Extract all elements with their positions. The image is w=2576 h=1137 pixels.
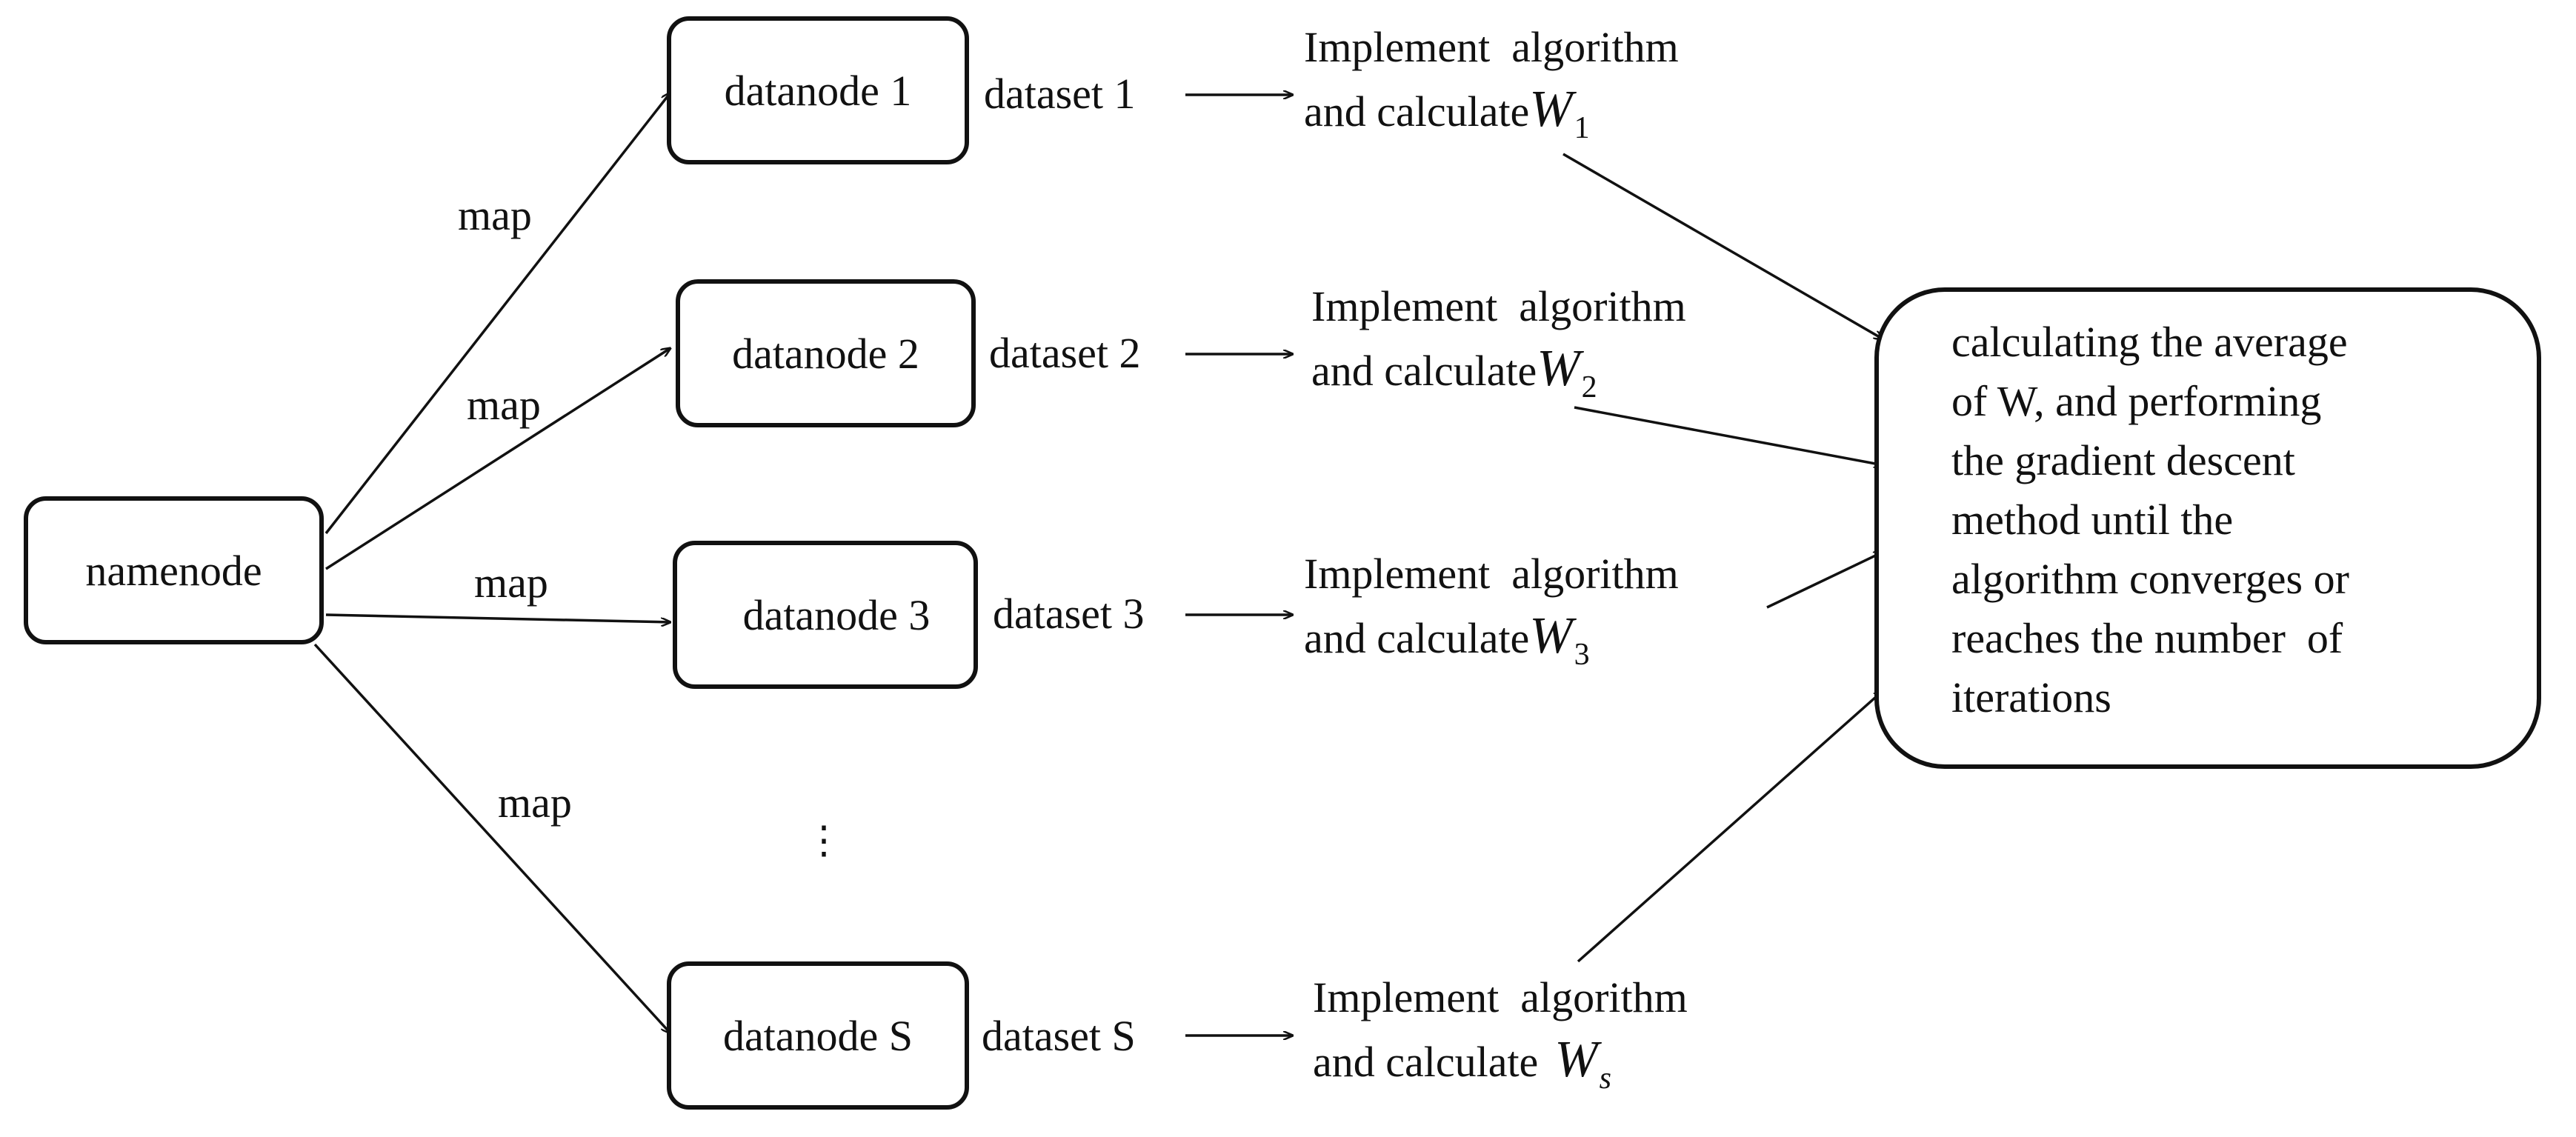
result-arrow-2: [1574, 406, 1883, 465]
datanode-s-label: datanode S: [722, 1011, 913, 1060]
implement-block-1: Implement algorithm and calculateW1: [1304, 16, 1679, 159]
aggregation-line-5: algorithm converges or: [1951, 555, 2349, 603]
datanode-2-box: datanode 2: [676, 279, 976, 427]
weight-w1: W1: [1529, 81, 1590, 145]
map-arrow-1: [325, 93, 670, 535]
datanode-1-box: datanode 1: [667, 16, 969, 164]
datanode-1-label: datanode 1: [724, 66, 912, 115]
implement-text-3: Implement algorithm: [1304, 550, 1679, 598]
result-arrow-s: [1577, 690, 1883, 963]
datanode-3-label: datanode 3: [742, 590, 931, 639]
aggregation-line-3: the gradient descent: [1951, 436, 2295, 484]
dataset-3-label: dataset 3: [993, 590, 1145, 638]
map-label-1: map: [458, 191, 532, 239]
implement-block-2: Implement algorithm and calculateW2: [1311, 276, 1686, 419]
result-arrow-3: [1766, 552, 1883, 609]
result-arrow-1: [1562, 153, 1883, 339]
aggregation-box: calculating the average of W, and perfor…: [1874, 287, 2541, 769]
implement-block-s: Implement algorithm and calculate Ws: [1313, 967, 1688, 1110]
aggregation-line-4: method until the: [1951, 496, 2234, 544]
datanode-2-label: datanode 2: [732, 329, 919, 378]
calculate-line-3: and calculateW3: [1304, 605, 1679, 686]
dataset-2-label: dataset 2: [989, 329, 1141, 377]
map-label-3: map: [474, 559, 548, 607]
weight-w3: W3: [1529, 607, 1590, 672]
weight-w2: W2: [1537, 340, 1597, 404]
namenode-label: namenode: [85, 546, 262, 595]
calculate-text-3: and calculate: [1304, 614, 1530, 662]
implement-text-s: Implement algorithm: [1313, 973, 1688, 1021]
map-label-2: map: [467, 381, 541, 429]
aggregation-line-1: calculating the average: [1951, 318, 2348, 366]
map-label-s: map: [498, 778, 572, 827]
namenode-box: namenode: [24, 496, 324, 644]
dataset-s-label: dataset S: [982, 1012, 1136, 1060]
aggregation-line-6: reaches the number of: [1951, 614, 2343, 662]
map-arrow-3: [325, 613, 670, 622]
calculate-line-2: and calculateW2: [1311, 338, 1686, 419]
calculate-line-s: and calculate Ws: [1313, 1029, 1688, 1110]
dataset-1-label: dataset 1: [984, 70, 1136, 118]
ellipsis-more-datanodes: ⋮: [805, 820, 843, 862]
map-arrow-s: [313, 643, 670, 1033]
weight-ws: Ws: [1554, 1031, 1611, 1096]
calculate-text-2: and calculate: [1311, 347, 1537, 395]
implement-block-3: Implement algorithm and calculateW3: [1304, 543, 1679, 686]
aggregation-line-7: iterations: [1951, 673, 2111, 721]
datanode-3-box: datanode 3: [673, 541, 978, 689]
calculate-text-s: and calculate: [1313, 1038, 1539, 1086]
datanode-s-box: datanode S: [667, 961, 969, 1110]
map-arrow-2: [325, 348, 670, 570]
implement-text-2: Implement algorithm: [1311, 282, 1686, 330]
implement-text-1: Implement algorithm: [1304, 23, 1679, 71]
aggregation-line-2: of W, and performing: [1951, 377, 2322, 425]
calculate-text-1: and calculate: [1304, 87, 1530, 136]
calculate-line-1: and calculateW1: [1304, 79, 1679, 159]
